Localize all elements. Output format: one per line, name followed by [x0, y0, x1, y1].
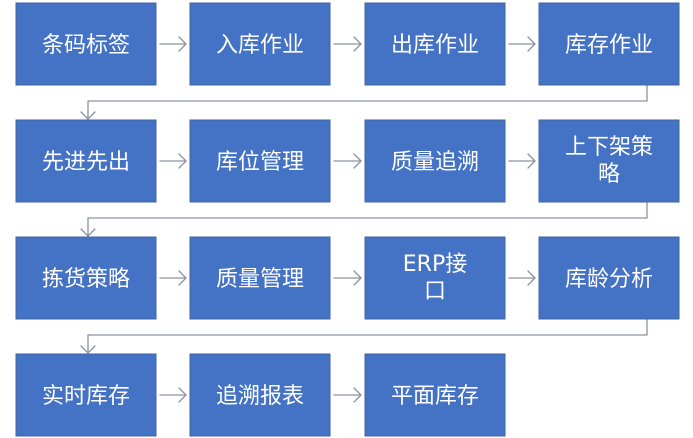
- flow-node-box: [364, 119, 506, 203]
- flow-node-box: [538, 236, 680, 320]
- flow-node: 平面库存: [364, 353, 506, 437]
- flow-arrow-right: [159, 387, 187, 403]
- flow-node-box: [364, 353, 506, 437]
- flow-node-label: 拣货策略: [42, 267, 130, 292]
- flow-node: 追溯报表: [189, 353, 331, 437]
- flow-node: 拣货策略: [15, 236, 157, 320]
- flow-node-box: [364, 2, 506, 86]
- flow-arrow-right: [159, 36, 187, 52]
- flow-node-label: 库龄分析: [565, 267, 653, 292]
- flow-node: 库龄分析: [538, 236, 680, 320]
- flow-arrow-right: [159, 270, 187, 286]
- flow-node: 上下架策略: [538, 119, 680, 203]
- flow-arrow-wrap: [80, 84, 648, 120]
- flow-node: 出库作业: [364, 2, 506, 86]
- flow-arrow-right: [508, 270, 536, 286]
- flow-node-label: ERP接口: [403, 252, 467, 304]
- flow-node: 质量管理: [189, 236, 331, 320]
- flow-node-box: [15, 2, 157, 86]
- flow-arrow-wrap: [80, 318, 648, 354]
- flow-arrow-right: [159, 153, 187, 169]
- flow-node-box: [15, 236, 157, 320]
- flow-node-label: 入库作业: [216, 33, 304, 58]
- flow-node-box: [364, 236, 506, 320]
- flow-node-label: 条码标签: [42, 33, 130, 58]
- flow-node-label: 上下架策略: [565, 135, 653, 187]
- flow-arrow-right: [333, 153, 362, 169]
- flow-arrow-wrap: [80, 201, 648, 237]
- flow-node-label: 质量管理: [216, 267, 304, 292]
- flow-node-box: [189, 353, 331, 437]
- flow-node: 库存作业: [538, 2, 680, 86]
- flow-node-label: 出库作业: [391, 33, 479, 58]
- flow-node: 条码标签: [15, 2, 157, 86]
- flow-node: 实时库存: [15, 353, 157, 437]
- flow-arrow-right: [333, 36, 362, 52]
- flow-node-box: [538, 119, 680, 203]
- flow-arrow-right: [508, 36, 536, 52]
- flow-node: 入库作业: [189, 2, 331, 86]
- flow-node: 库位管理: [189, 119, 331, 203]
- connector-layer: [80, 36, 648, 403]
- flow-node-box: [189, 119, 331, 203]
- flow-node-box: [189, 2, 331, 86]
- flow-node-label: 实时库存: [42, 384, 130, 409]
- flow-node-box: [15, 119, 157, 203]
- flow-arrow-right: [333, 387, 362, 403]
- flow-arrow-right: [333, 270, 362, 286]
- flow-node-box: [189, 236, 331, 320]
- flow-node: 先进先出: [15, 119, 157, 203]
- flow-node-label: 库位管理: [216, 150, 304, 175]
- flow-arrow-right: [508, 153, 536, 169]
- flow-node-label: 先进先出: [42, 150, 130, 175]
- flow-node: ERP接口: [364, 236, 506, 320]
- flow-node-label: 追溯报表: [216, 384, 304, 409]
- flow-node-label: 质量追溯: [391, 150, 479, 175]
- flow-node: 质量追溯: [364, 119, 506, 203]
- flow-node-label: 平面库存: [391, 384, 479, 409]
- flow-node-box: [15, 353, 157, 437]
- flow-node-box: [538, 2, 680, 86]
- flow-node-label: 库存作业: [565, 33, 653, 58]
